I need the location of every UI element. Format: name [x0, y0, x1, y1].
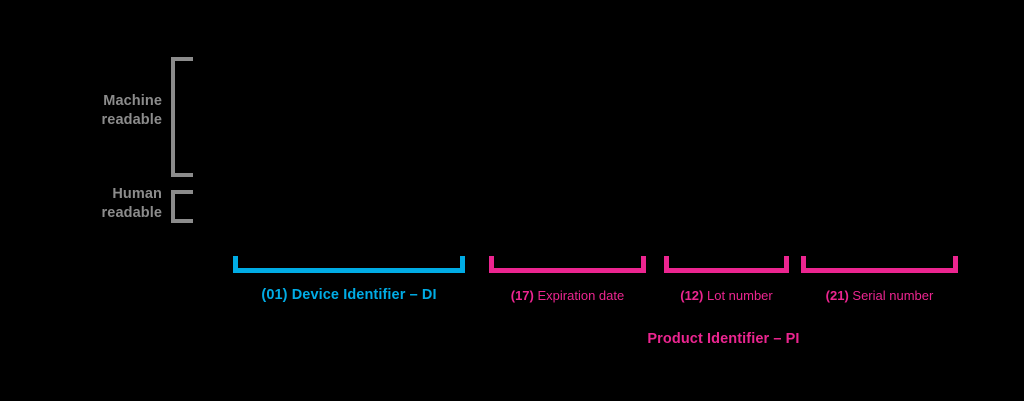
serial-number-code: (21)	[825, 288, 849, 303]
serial-number-bracket	[801, 256, 958, 273]
expiration-date-bracket	[489, 256, 646, 273]
expiration-date-code: (17)	[510, 288, 534, 303]
serial-number-name: Serial number	[852, 288, 934, 303]
machine-readable-bracket	[171, 57, 193, 177]
lot-number-name: Lot number	[706, 288, 773, 303]
lot-number-caption: (12) Lot number	[644, 288, 809, 303]
lot-number-bracket	[664, 256, 789, 273]
serial-number-caption: (21) Serial number	[781, 288, 978, 303]
product-identifier-group-label: Product Identifier – PI	[647, 331, 800, 347]
expiration-date-name: Expiration date	[537, 288, 625, 303]
lot-number-code: (12)	[680, 288, 704, 303]
machine-readable-label: Machine readable	[101, 93, 162, 129]
human-readable-bracket	[171, 190, 193, 223]
device-identifier-bracket	[233, 256, 465, 273]
device-identifier-caption: (01) Device Identifier – DI	[261, 287, 437, 303]
expiration-date-caption: (17) Expiration date	[469, 288, 666, 303]
human-readable-label: Human readable	[101, 186, 162, 222]
